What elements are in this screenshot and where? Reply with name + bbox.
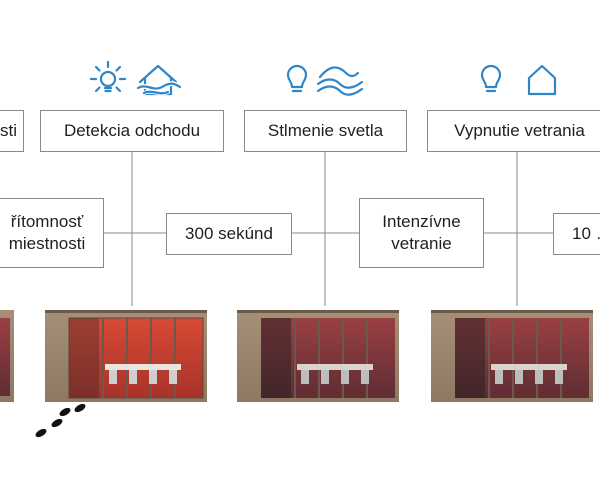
bulb-icon [286, 64, 308, 93]
booth-3 [431, 310, 593, 402]
timer-box-300s: 300 sekúnd [166, 213, 292, 255]
icon-row [89, 60, 557, 96]
footprints-icon [35, 403, 86, 438]
step-title-0: …sti [0, 110, 24, 152]
booths-layer [0, 310, 593, 438]
home-icon [527, 64, 557, 96]
intensive-ventilation-box: Intenzívne vetranie [359, 198, 484, 268]
timer-box-10: 10 … [553, 213, 600, 255]
bulb-icon [480, 64, 502, 93]
step-title-1: Detekcia odchodu [40, 110, 224, 152]
sun-light-icon [89, 60, 127, 93]
booth-1 [45, 310, 207, 402]
home-airflow-icon [135, 64, 183, 96]
booth-partial-left [0, 310, 14, 402]
presence-box: řítomnosť miestnosti [0, 198, 104, 268]
booth-2 [237, 310, 399, 402]
step-title-3: Vypnutie vetrania [427, 110, 600, 152]
airflow-waves-icon [316, 66, 364, 96]
step-title-2: Stlmenie svetla [244, 110, 407, 152]
